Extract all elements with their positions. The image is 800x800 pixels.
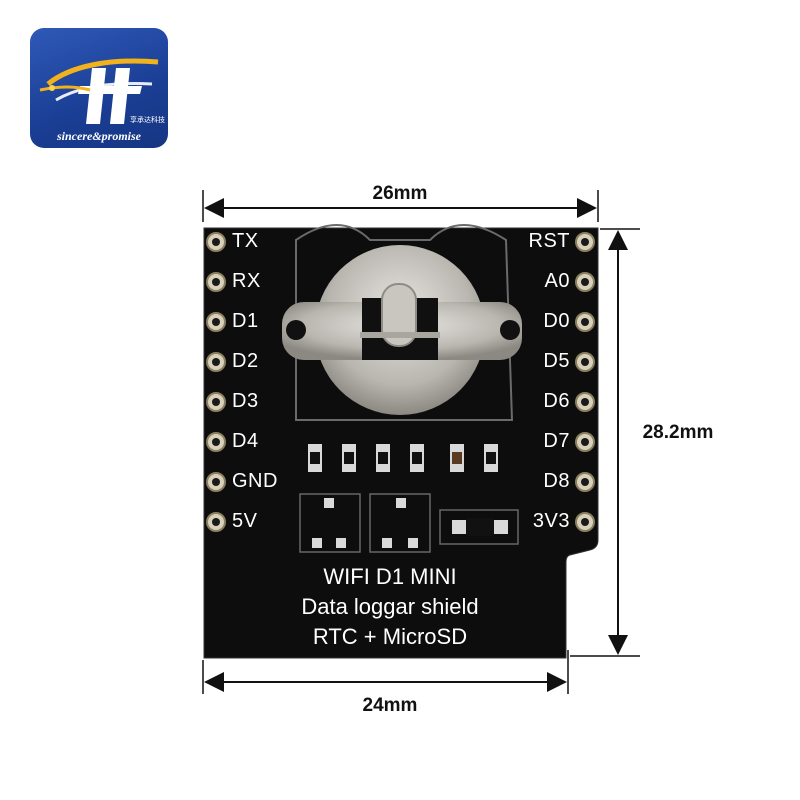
board-subtitle: Data loggar shield: [301, 594, 479, 619]
pin-label-left: D3: [232, 390, 259, 412]
pin-label-left: TX: [232, 230, 259, 252]
pin-label-left: D4: [232, 430, 259, 452]
pin-label-right: D6: [543, 390, 570, 412]
brand-logo: 享承达科技 sincere&promise: [30, 28, 168, 148]
pin-label-right: D0: [543, 310, 570, 332]
component-silkscreen: [299, 493, 519, 553]
smd-components: [308, 444, 498, 472]
pin-label-right: D7: [543, 430, 570, 452]
left-header-pins: [206, 232, 226, 532]
pin-label-right: D8: [543, 470, 570, 492]
pin-label-left: RX: [232, 270, 261, 292]
bottom-dimension-line: [202, 650, 569, 694]
pin-label-right: A0: [544, 270, 570, 292]
bottom-width-label: 24mm: [362, 695, 418, 716]
pin-label-right: D5: [543, 350, 570, 372]
height-label: 28.2mm: [642, 422, 714, 443]
pin-label-right: RST: [528, 230, 570, 252]
pin-label-left: GND: [232, 470, 278, 492]
logo-brand-name: sincere&promise: [57, 129, 141, 143]
logo-mark-icon: [39, 58, 159, 124]
coin-cell-holder: [282, 245, 522, 415]
board-title: WIFI D1 MINI: [323, 564, 457, 589]
pin-label-left: D1: [232, 310, 259, 332]
top-width-label: 26mm: [372, 183, 428, 204]
battery-outline: [295, 224, 514, 421]
right-dimension-line: [570, 228, 640, 657]
pin-label-left: 5V: [232, 510, 258, 532]
pin-label-left: D2: [232, 350, 259, 372]
logo-chinese-text: 享承达科技: [130, 117, 165, 124]
pin-label-right: 3V3: [532, 510, 570, 532]
top-dimension-line: [202, 190, 599, 222]
board-feature-line: RTC + MicroSD: [312, 624, 468, 649]
